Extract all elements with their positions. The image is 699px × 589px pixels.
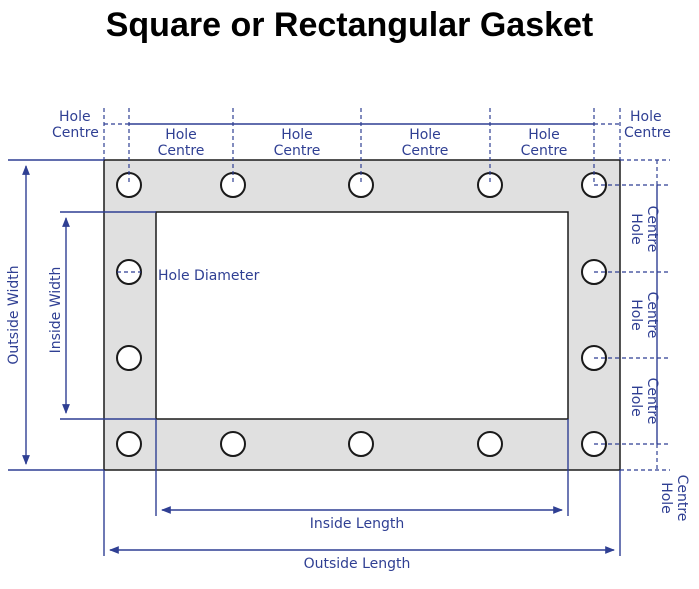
- bolt-hole: [477, 172, 503, 198]
- hole-centre-label-top-left-2: Centre: [52, 125, 99, 141]
- gasket-inner-opening: [155, 211, 569, 420]
- bolt-hole: [116, 345, 142, 371]
- hole-centre-label-top-2a: Hole: [281, 127, 313, 143]
- hole-centre-label-right-4a: Hole: [658, 482, 674, 514]
- diagram-title: Square or Rectangular Gasket: [105, 6, 594, 44]
- hole-centre-label-top-4a: Hole: [528, 127, 560, 143]
- hole-centre-label-right-2b: Centre: [644, 292, 660, 339]
- bolt-hole: [116, 172, 142, 198]
- hole-centre-label-top-1b: Centre: [158, 143, 205, 159]
- hole-centre-label-top-2b: Centre: [274, 143, 321, 159]
- hole-centre-label-right-1a: Hole: [628, 213, 644, 245]
- hole-centre-label-top-1a: Hole: [165, 127, 197, 143]
- top-centre-guides: [103, 108, 621, 185]
- hole-centre-label-right-3a: Hole: [628, 385, 644, 417]
- inside-length-dimension: [155, 419, 569, 516]
- hole-centre-label-top-3a: Hole: [409, 127, 441, 143]
- bolt-holes: [116, 172, 607, 457]
- outside-width-label: Outside Width: [6, 265, 22, 364]
- bolt-hole: [220, 172, 246, 198]
- outside-width-dimension: [8, 159, 104, 471]
- bolt-hole: [477, 431, 503, 457]
- hole-centre-label-right-2a: Hole: [628, 299, 644, 331]
- inside-length-label: Inside Length: [310, 516, 404, 532]
- inside-width-dimension: [60, 211, 156, 420]
- hole-centre-label-top-3b: Centre: [402, 143, 449, 159]
- hole-centre-label-top-left-1: Hole: [59, 109, 91, 125]
- bolt-hole: [348, 172, 374, 198]
- outside-length-dimension: [103, 470, 621, 556]
- hole-centre-label-right-4b: Centre: [674, 475, 690, 522]
- hole-centre-label-top-right-1: Hole: [630, 109, 662, 125]
- inside-width-label: Inside Width: [48, 267, 64, 354]
- bolt-hole: [116, 431, 142, 457]
- outside-length-label: Outside Length: [304, 556, 411, 572]
- hole-centre-label-top-4b: Centre: [521, 143, 568, 159]
- gasket: [103, 159, 621, 471]
- hole-centre-label-top-right-2: Centre: [624, 125, 671, 141]
- hole-centre-label-right-1b: Centre: [644, 206, 660, 253]
- hole-diameter-label: Hole Diameter: [158, 268, 260, 284]
- bolt-hole: [220, 431, 246, 457]
- bolt-hole: [348, 431, 374, 457]
- hole-centre-label-right-3b: Centre: [644, 378, 660, 425]
